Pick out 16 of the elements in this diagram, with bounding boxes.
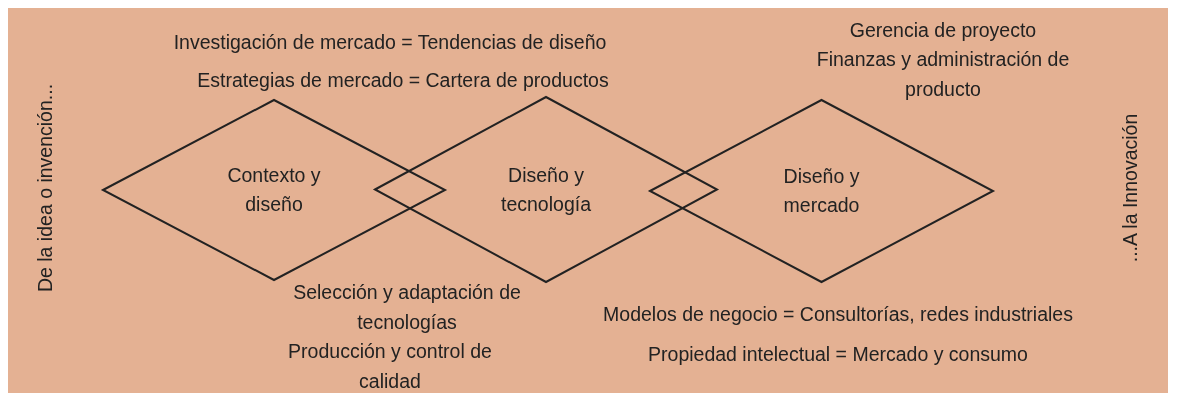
note-text: Gerencia de proyecto bbox=[849, 18, 1037, 43]
note-text: Estrategias de mercado = Cartera de productos bbox=[197, 68, 609, 93]
diamond-shape bbox=[103, 100, 445, 280]
note-text: Finanzas y administración de producto bbox=[815, 47, 1071, 102]
note-text: Investigación de mercado = Tendencias de diseño bbox=[173, 30, 607, 55]
note-text: Modelos de negocio = Consultorías, redes industriales bbox=[603, 302, 1073, 327]
vertical-caption: ...A la Innovación bbox=[1118, 113, 1142, 263]
note-text: Propiedad intelectual = Mercado y consumo bbox=[648, 342, 1028, 367]
diamond-label: Diseño y tecnología bbox=[500, 162, 592, 217]
diamond-shape bbox=[375, 97, 717, 282]
diamond-shape bbox=[650, 100, 993, 282]
note-text: Producción y control de calidad bbox=[287, 339, 493, 394]
note-text: Selección y adaptación de tecnologías bbox=[292, 280, 522, 335]
diamond-label: Diseño y mercado bbox=[782, 164, 861, 218]
vertical-caption: De la idea o invención... bbox=[33, 83, 57, 293]
diamond-label: Contexto y diseño bbox=[226, 163, 322, 217]
